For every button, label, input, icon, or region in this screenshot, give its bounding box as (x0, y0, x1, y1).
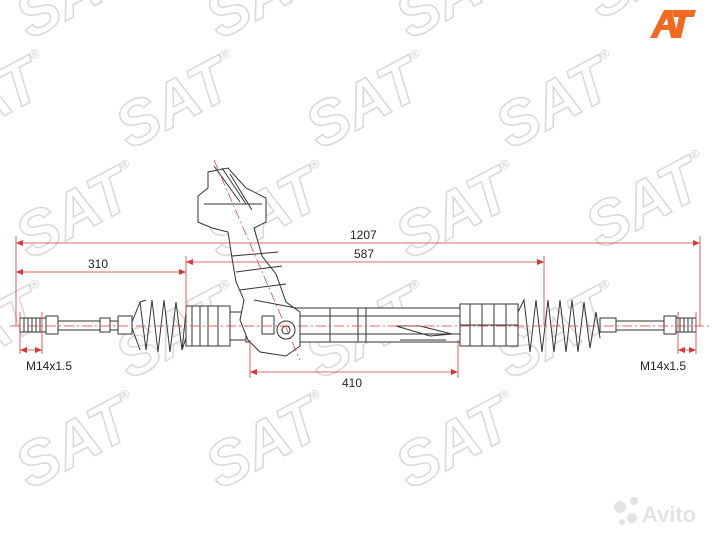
registered-mark: ® (497, 386, 512, 403)
sat-watermark: SAT® (3, 0, 147, 53)
dimension-labels: 1207 310 587 410 M14x1.5 M14x1.5 (26, 228, 686, 390)
sat-watermark: SAT® (103, 42, 247, 163)
sat-watermark: SAT® (573, 0, 717, 33)
thread-left-label: M14x1.5 (26, 359, 72, 373)
rack-drawing (19, 165, 697, 357)
sat-watermark-text: SAT (4, 0, 146, 52)
registered-mark: ® (117, 156, 132, 173)
right-clamp (459, 303, 519, 347)
sat-watermark: SAT® (483, 42, 627, 163)
registered-mark: ® (117, 386, 132, 403)
sat-watermark: SAT® (3, 152, 147, 273)
registered-mark: ® (407, 276, 422, 293)
sat-watermark: SAT® (0, 42, 57, 163)
dimension-lines (15, 236, 701, 378)
avito-text: Avito (642, 502, 696, 527)
sat-watermark: SAT® (193, 382, 337, 503)
registered-mark: ® (597, 276, 612, 293)
left-offset-dimension-label: 310 (88, 257, 108, 271)
sat-watermark: SAT® (3, 382, 147, 503)
avito-dots-icon (614, 497, 638, 525)
sat-watermark-text: SAT (384, 0, 526, 52)
sat-watermark-text: SAT (0, 43, 57, 162)
at-logo (650, 10, 696, 38)
registered-mark: ® (497, 156, 512, 173)
sat-watermark-text: SAT (574, 0, 716, 32)
avito-logo: Avito (614, 497, 696, 527)
housing-dimension-label: 410 (342, 376, 362, 390)
sat-watermark: SAT® (193, 0, 337, 53)
left-tie-rod (19, 315, 133, 335)
right-tie-rod (599, 315, 697, 335)
sat-watermark: SAT® (383, 382, 527, 503)
sat-watermark: SAT® (293, 42, 437, 163)
sat-watermark: SAT® (573, 142, 717, 263)
registered-mark: ® (307, 156, 322, 173)
registered-mark: ® (687, 146, 702, 163)
registered-mark: ® (307, 386, 322, 403)
registered-mark: ® (27, 276, 42, 293)
overall-dimension-label: 1207 (350, 228, 377, 242)
sat-watermark-text: SAT (194, 0, 336, 52)
right-boot (517, 298, 601, 353)
registered-mark: ® (597, 46, 612, 63)
sat-watermark: SAT® (383, 152, 527, 273)
thread-right-label: M14x1.5 (640, 359, 686, 373)
rack-dimension-label: 587 (354, 247, 374, 261)
sat-watermark: SAT® (383, 0, 527, 53)
registered-mark: ® (217, 276, 232, 293)
